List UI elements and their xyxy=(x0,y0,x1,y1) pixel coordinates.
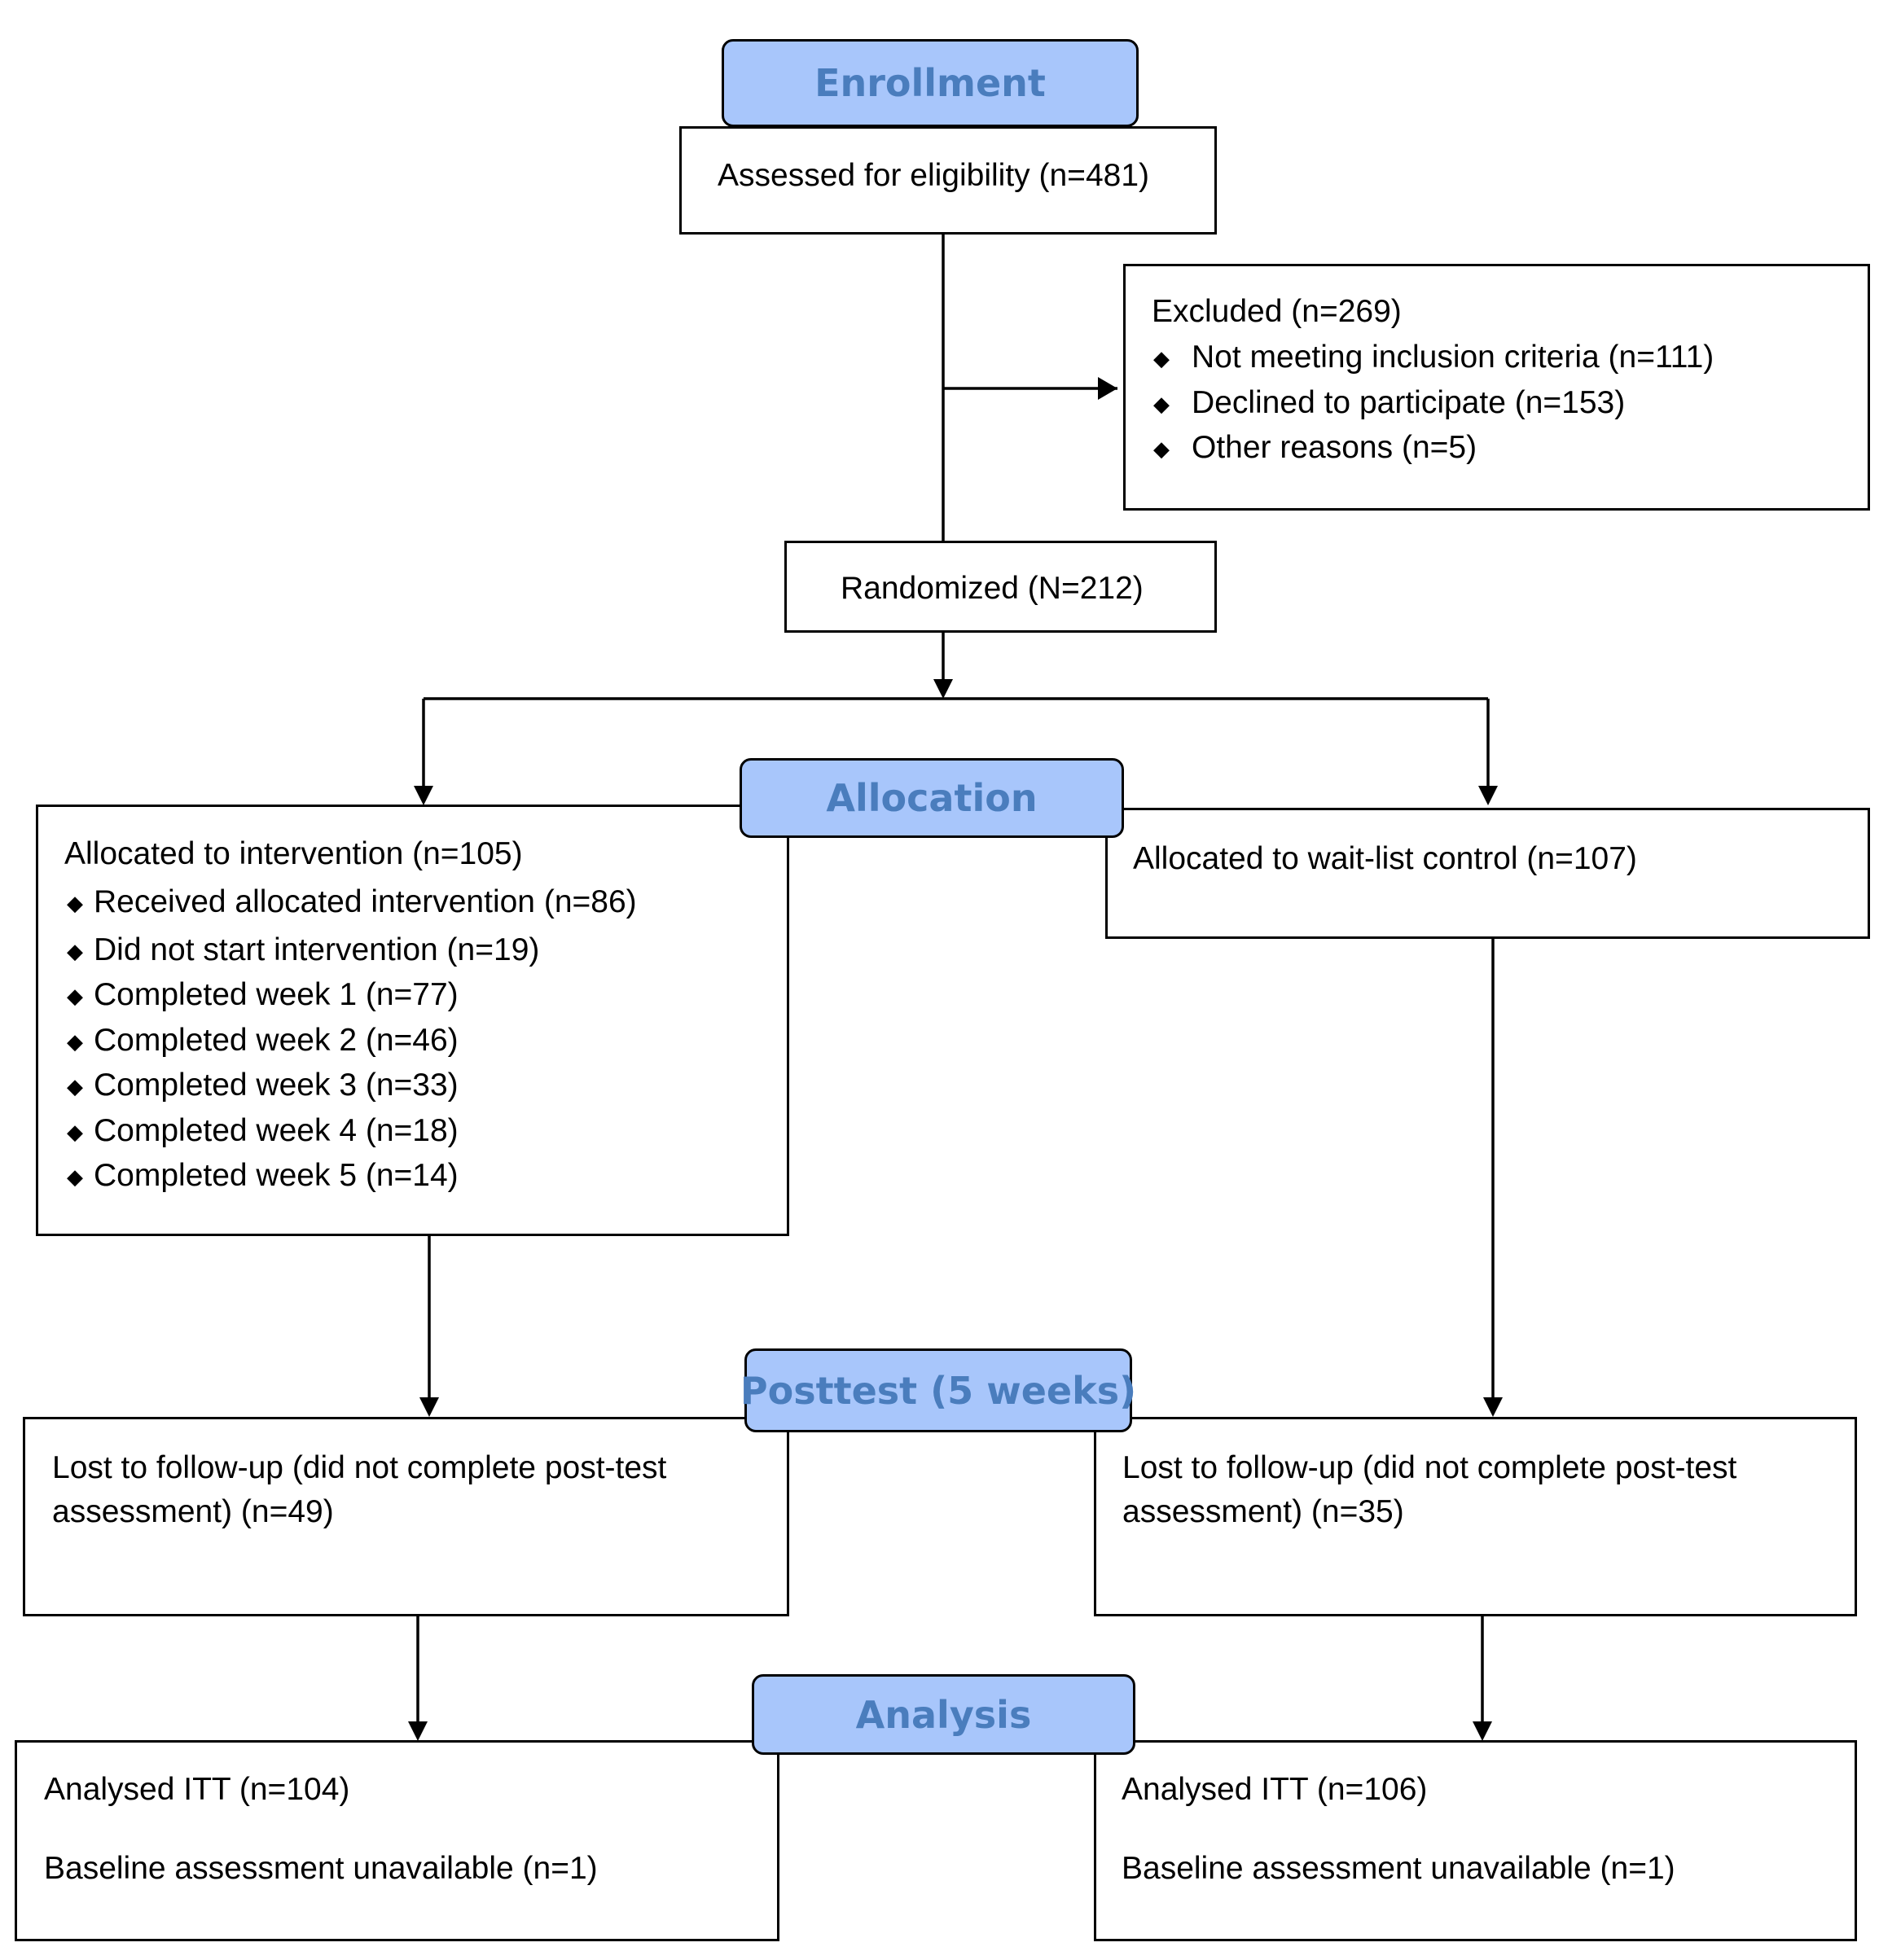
excluded-item: Declined to participate (n=153) xyxy=(1192,385,1626,420)
arrowhead-intervention xyxy=(414,786,433,805)
posttest-label: Posttest (5 weeks) xyxy=(740,1368,1137,1413)
excluded-box: Excluded (n=269) ◆ Not meeting inclusion… xyxy=(1123,264,1870,511)
lost-right-line-2: assessment) (n=35) xyxy=(1122,1494,1404,1529)
lost-left-line-1: Lost to follow-up (did not complete post… xyxy=(52,1450,667,1485)
intervention-item: Completed week 1 (n=77) xyxy=(94,977,459,1012)
analysis-left-baseline: Baseline assessment unavailable (n=1) xyxy=(44,1851,598,1886)
intervention-item: Completed week 4 (n=18) xyxy=(94,1113,459,1148)
assessed-box: Assessed for eligibility (n=481) xyxy=(679,126,1217,235)
lost-left-line-2: assessment) (n=49) xyxy=(52,1494,334,1529)
excluded-item: Not meeting inclusion criteria (n=111) xyxy=(1192,340,1714,375)
arrowhead-excluded xyxy=(1098,377,1117,400)
control-title: Allocated to wait-list control (n=107) xyxy=(1133,841,1637,876)
assessed-text: Assessed for eligibility (n=481) xyxy=(718,158,1150,193)
analysis-right-box: Analysed ITT (n=106) Baseline assessment… xyxy=(1094,1740,1857,1941)
analysis-right-itt: Analysed ITT (n=106) xyxy=(1122,1772,1428,1807)
bullet-icon: ◆ xyxy=(67,984,83,1008)
enrollment-label: Enrollment xyxy=(814,61,1046,105)
arrowhead-analysis-left xyxy=(408,1721,428,1741)
analysis-right-baseline: Baseline assessment unavailable (n=1) xyxy=(1122,1851,1675,1886)
bullet-icon: ◆ xyxy=(1153,436,1170,461)
lost-right-line-1: Lost to follow-up (did not complete post… xyxy=(1122,1450,1737,1485)
intervention-item: Did not start intervention (n=19) xyxy=(94,932,540,967)
bullet-icon: ◆ xyxy=(67,1164,83,1189)
posttest-header: Posttest (5 weeks) xyxy=(740,1348,1136,1432)
intervention-box: Allocated to intervention (n=105) ◆ Rece… xyxy=(36,805,789,1236)
enrollment-header: Enrollment xyxy=(722,39,1139,127)
intervention-item: Completed week 3 (n=33) xyxy=(94,1068,459,1103)
bullet-icon: ◆ xyxy=(1153,392,1170,416)
arrowhead-control xyxy=(1478,786,1498,805)
arrowhead-lost-right xyxy=(1483,1397,1503,1417)
bullet-icon: ◆ xyxy=(1153,346,1170,371)
intervention-item: Received allocated intervention (n=86) xyxy=(94,884,637,919)
analysis-header: Analysis xyxy=(752,1674,1135,1755)
lost-left-box: Lost to follow-up (did not complete post… xyxy=(23,1417,789,1616)
bullet-icon: ◆ xyxy=(67,1120,83,1144)
bullet-icon: ◆ xyxy=(67,891,83,915)
allocation-header: Allocation xyxy=(740,758,1124,838)
bullet-icon: ◆ xyxy=(67,939,83,963)
allocation-label: Allocation xyxy=(826,776,1038,820)
intervention-item: Completed week 5 (n=14) xyxy=(94,1158,459,1193)
bullet-icon: ◆ xyxy=(67,1074,83,1098)
lost-right-box: Lost to follow-up (did not complete post… xyxy=(1094,1417,1857,1616)
arrowhead-lost-left xyxy=(419,1397,439,1417)
excluded-item: Other reasons (n=5) xyxy=(1192,430,1477,465)
bullet-icon: ◆ xyxy=(67,1029,83,1054)
intervention-item: Completed week 2 (n=46) xyxy=(94,1023,459,1058)
analysis-left-itt: Analysed ITT (n=104) xyxy=(44,1772,350,1807)
arrowhead-randomized xyxy=(933,679,953,699)
excluded-title: Excluded (n=269) xyxy=(1152,294,1402,329)
analysis-left-box: Analysed ITT (n=104) Baseline assessment… xyxy=(15,1740,779,1941)
arrowhead-analysis-right xyxy=(1473,1721,1492,1741)
control-box: Allocated to wait-list control (n=107) xyxy=(1105,808,1870,939)
analysis-label: Analysis xyxy=(855,1692,1032,1737)
randomized-text: Randomized (N=212) xyxy=(841,571,1144,606)
intervention-title: Allocated to intervention (n=105) xyxy=(64,836,523,871)
randomized-box: Randomized (N=212) xyxy=(784,541,1217,633)
